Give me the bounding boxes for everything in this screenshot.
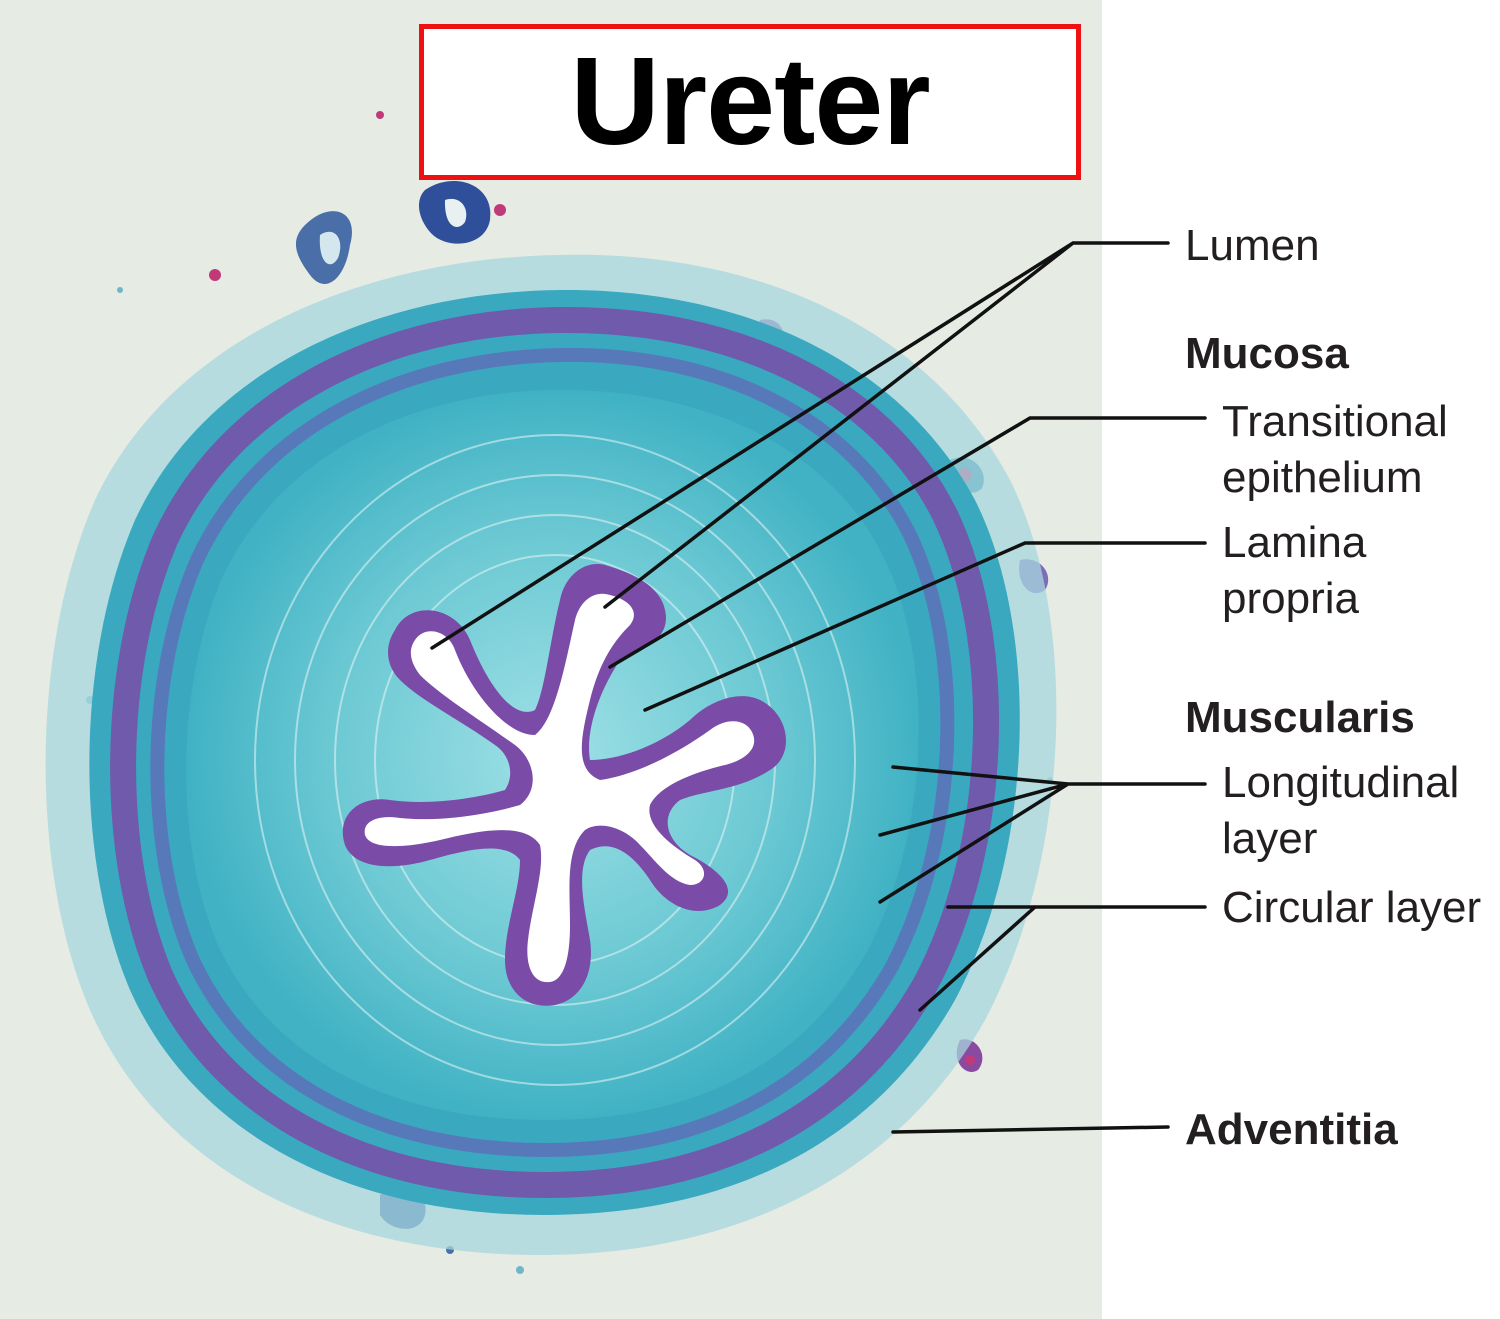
label-circular-layer: Circular layer (1222, 883, 1482, 932)
micrograph-panel (0, 0, 1102, 1319)
adventitia-leader (891, 1125, 1170, 1134)
transitional-epithelium-leader (608, 416, 1207, 669)
lumen (364, 593, 755, 983)
label-muscularis: Muscularis (1185, 693, 1415, 742)
label-lamina-propria: Lamina propria (1222, 518, 1367, 623)
ureter-micrograph (45, 111, 1057, 1274)
label-longitudinal-layer: Longitudinal layer (1222, 758, 1460, 863)
muscularis-purple-band (110, 306, 999, 1199)
label-lumen: Lumen (1185, 221, 1320, 270)
title-box: Ureter (419, 24, 1081, 180)
label-adventitia: Adventitia (1185, 1105, 1398, 1154)
label-transitional-epithelium: Transitional epithelium (1222, 397, 1448, 502)
page-title: Ureter (570, 33, 930, 171)
lumen-leader (430, 241, 1170, 650)
lamina-propria-leader (643, 541, 1207, 712)
label-mucosa: Mucosa (1185, 329, 1349, 378)
circular-layer-leader (918, 905, 1207, 1012)
longitudinal-layer-leader (878, 765, 1207, 904)
